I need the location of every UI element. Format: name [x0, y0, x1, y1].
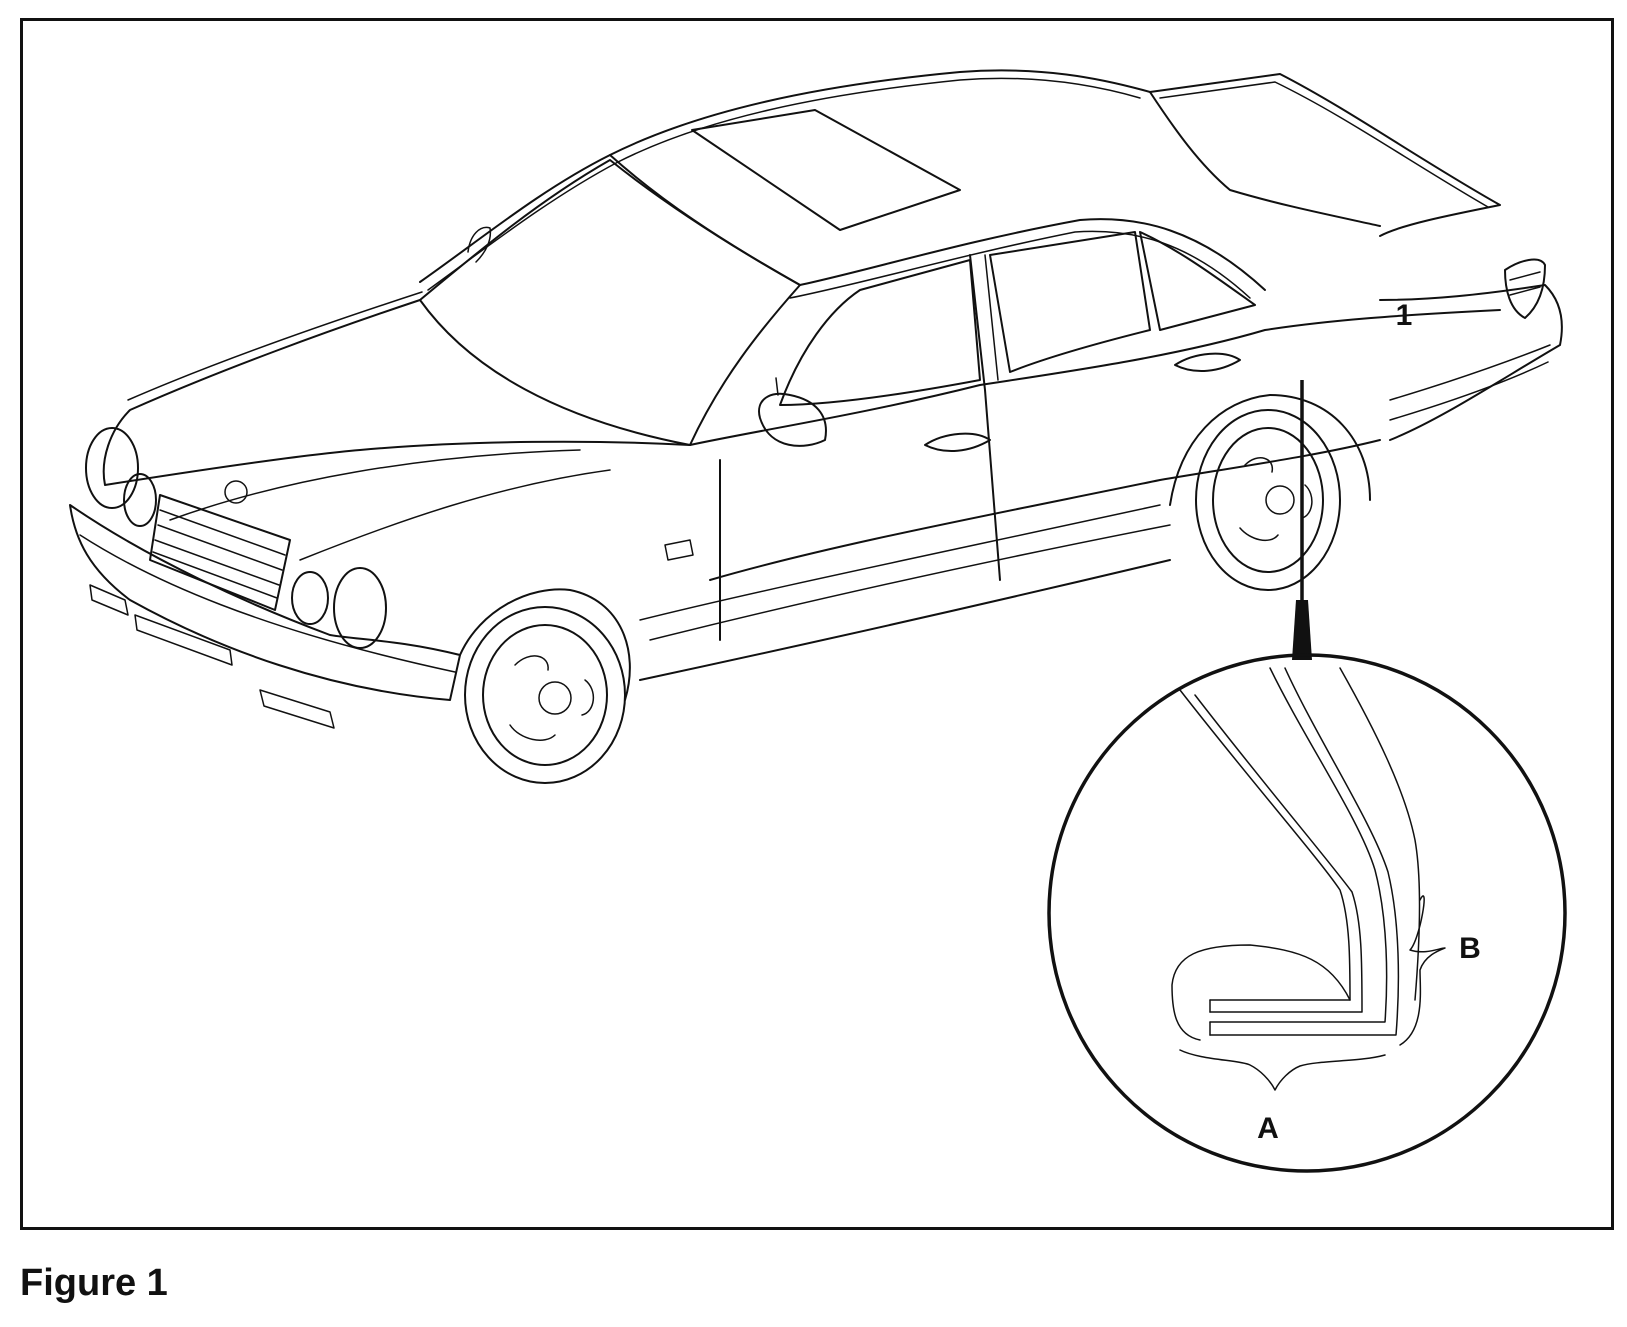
- car-hood-emblem: [224, 480, 248, 504]
- brace-b: [1399, 895, 1446, 1046]
- detail-callout: A B: [1047, 380, 1567, 1173]
- car-rear-wheel: [1169, 394, 1371, 591]
- car-grille: [149, 494, 291, 611]
- car-door-handle-front: [924, 432, 991, 452]
- car-trunk: [1149, 73, 1501, 237]
- car-headlight-outer-right: [333, 567, 387, 649]
- car-sunroof: [691, 109, 961, 231]
- car-tail-light: [1504, 258, 1546, 319]
- brace-a: [1179, 1049, 1386, 1091]
- callout-a-label: A: [1257, 1112, 1279, 1145]
- car-windshield: [419, 159, 801, 446]
- car-roof: [419, 69, 1151, 283]
- car-front-wheel: [459, 588, 631, 784]
- detail-circle: [1047, 653, 1567, 1173]
- car-rear-bumper: [1379, 284, 1563, 441]
- car-hood: [102, 299, 691, 486]
- car-front-window: [779, 259, 981, 406]
- car-headlight-inner-left: [123, 473, 157, 527]
- car-side-mirror: [758, 392, 827, 447]
- figure-caption: Figure 1: [20, 1262, 168, 1304]
- callout-b-label: B: [1459, 932, 1481, 965]
- car-front-bumper: [69, 504, 461, 701]
- callout-vehicle-label: 1: [1396, 299, 1413, 332]
- car-headlight-inner-right: [291, 571, 329, 625]
- car-headlight-outer-left: [85, 427, 139, 509]
- car-door-handle-rear: [1174, 352, 1241, 372]
- callout-leader-wedge: [1292, 600, 1312, 660]
- car-drawing: [69, 69, 1563, 784]
- car-rear-window: [989, 231, 1151, 373]
